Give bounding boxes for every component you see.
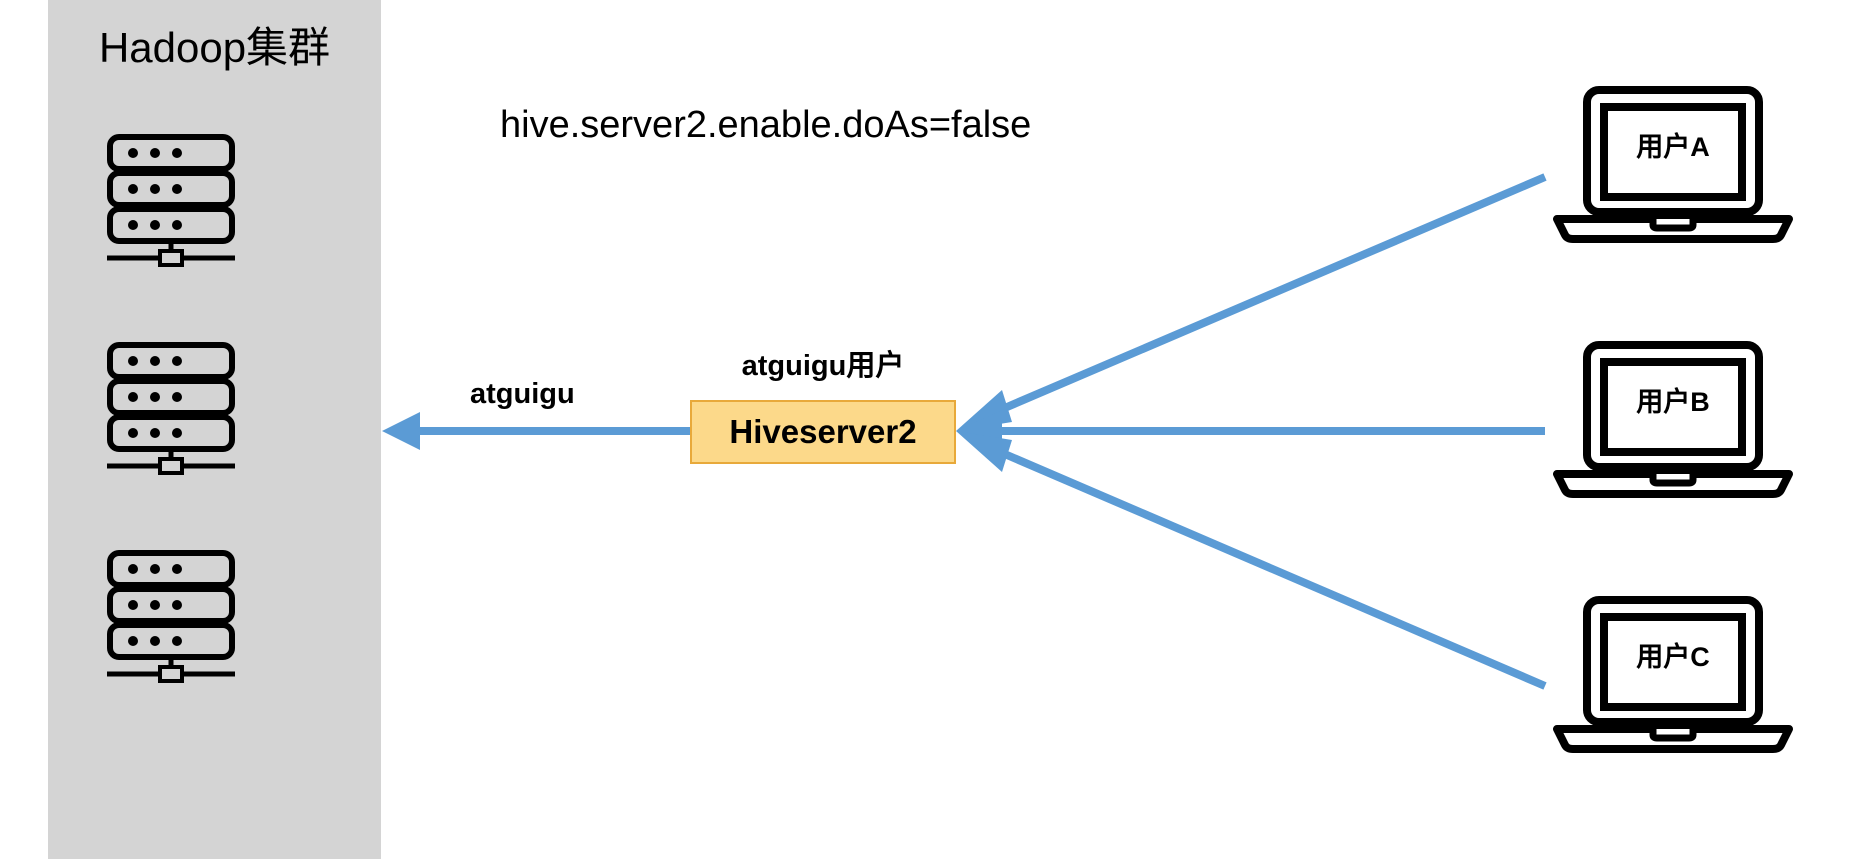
client-laptop-a-label: 用户A [1636,132,1710,162]
config-property-caption: hive.server2.enable.doAs=false [500,104,1032,146]
arrow-userC-to-hiveserver2 [956,431,1547,690]
hadoop-cluster-panel [48,0,381,859]
hiveserver2-label: Hiveserver2 [729,413,917,450]
client-laptop-b-icon [1549,340,1797,498]
cluster-title: Hadoop集群 [98,24,331,71]
arrow-userA-to-hiveserver2 [956,173,1547,431]
hiveserver2-user-caption: atguigu用户 [741,350,905,382]
client-laptop-a-icon [1549,85,1797,243]
server-node-2-icon [105,341,255,476]
server-node-3-icon [105,549,255,684]
client-laptop-c-label: 用户C [1636,642,1710,672]
client-laptop-c-icon [1549,595,1797,753]
connection-label-atguigu: atguigu [470,378,575,410]
arrow-userB-to-hiveserver2 [956,410,1545,452]
hiveserver2-box[interactable]: Hiveserver2 [690,400,956,464]
client-laptop-b-label: 用户B [1636,387,1710,417]
arrow-hiveserver2-to-cluster [382,412,690,450]
server-node-1-icon [105,133,255,268]
